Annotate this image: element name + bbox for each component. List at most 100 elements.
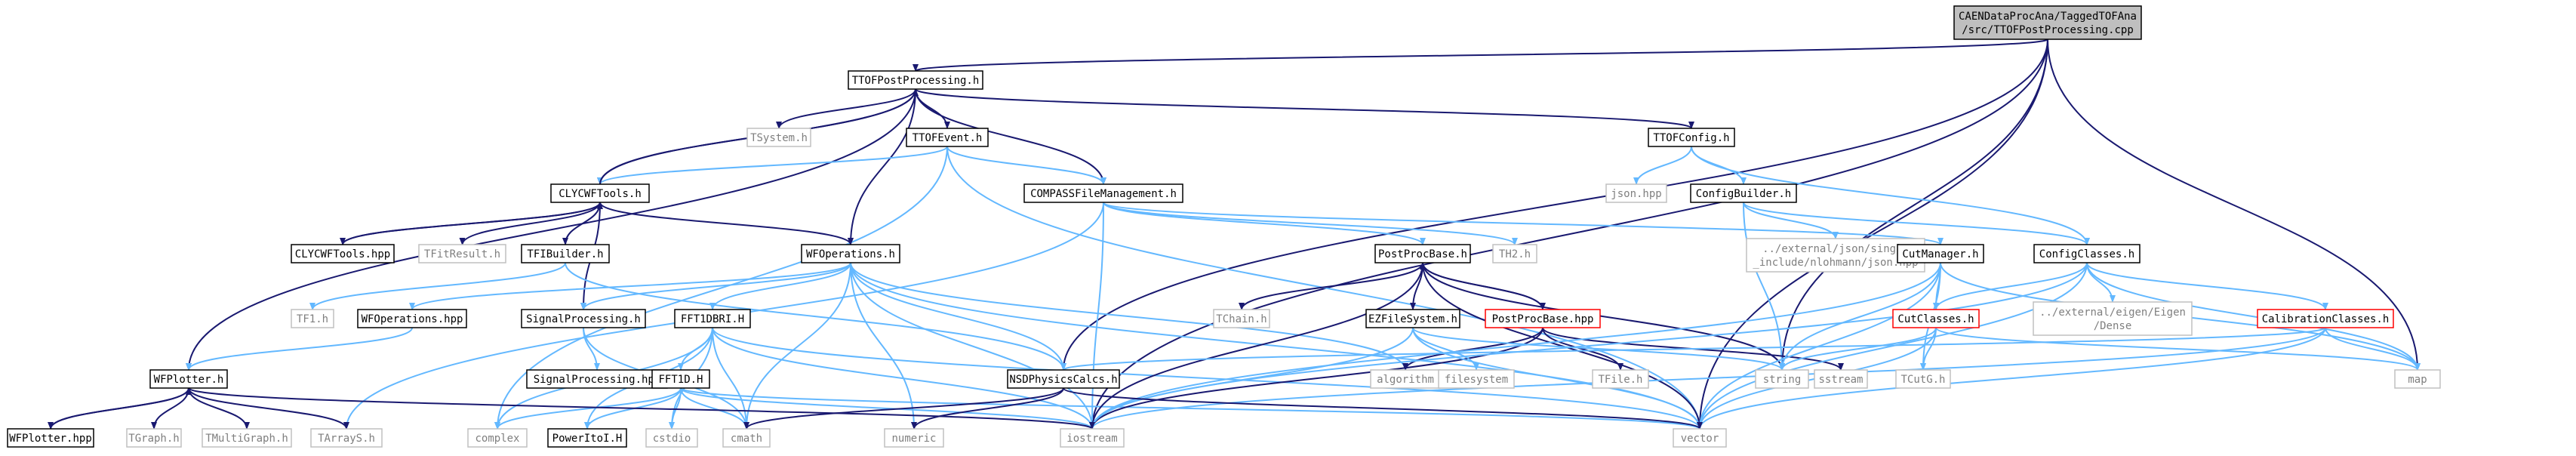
edge-ttofpp-to-wfplotter	[186, 88, 916, 371]
edge-postprocbase-to-tchain	[1239, 262, 1423, 310]
node-eigen: ../external/eigen/Eigen/Dense	[2033, 301, 2193, 336]
edge-cutmanager-to-string	[1779, 262, 1941, 371]
node-label: json.hpp	[1611, 188, 1661, 200]
node-box	[1023, 183, 1183, 203]
node-box	[2394, 369, 2441, 389]
node-tfitresult: TFitResult.h	[418, 244, 506, 263]
node-box	[1648, 128, 1735, 147]
edge-ttofpp-to-wfops	[848, 88, 916, 245]
node-tarrays: TArrayS.h	[310, 428, 383, 448]
edge-wfopshpp-to-wfplotter	[186, 327, 413, 371]
node-box	[1365, 309, 1460, 328]
edge-wfplotter-to-tgraph	[151, 387, 189, 430]
node-fft1d[interactable]: FFT1D.H	[651, 369, 710, 389]
node-cutmanager[interactable]: CutManager.h	[1897, 244, 1984, 263]
node-nsdphys[interactable]: NSDPhysicsCalcs.h	[1007, 369, 1120, 389]
node-wfplotterhpp[interactable]: WFPlotter.hpp	[7, 428, 94, 448]
edge-wfplotter-to-tarrays	[188, 387, 349, 430]
edge-ttofconfig-to-configclasses	[1691, 146, 2090, 245]
node-string: string	[1755, 369, 1809, 389]
edge-compass-to-postprocbase	[1103, 202, 1426, 245]
node-numeric: numeric	[884, 428, 944, 448]
edge-ttofconfig-to-configbuilder	[1691, 146, 1747, 185]
edge-nsdphys-to-cmath	[743, 387, 1064, 430]
node-box	[1485, 309, 1601, 328]
node-root[interactable]: CAENDataProcAna/TaggedTOFAna/src/TTOFPos…	[1953, 5, 2142, 40]
node-box	[149, 369, 228, 389]
node-box	[1592, 369, 1649, 389]
node-box	[357, 309, 467, 328]
node-label: CutClasses.h	[1897, 313, 1974, 325]
node-box	[906, 128, 989, 147]
node-signalproc[interactable]: SignalProcessing.h	[521, 309, 646, 328]
node-tfibuilder[interactable]: TFIBuilder.h	[521, 244, 610, 263]
node-cutclasses[interactable]: CutClasses.h	[1892, 309, 1980, 328]
node-box	[550, 183, 650, 203]
node-label: NSDPhysicsCalcs.h	[1009, 374, 1117, 386]
node-ttofconfig[interactable]: TTOFConfig.h	[1648, 128, 1735, 147]
edge-fft1d-to-complex	[494, 387, 682, 430]
node-box	[651, 369, 710, 389]
node-powertoi[interactable]: PowerItoI.H	[547, 428, 627, 448]
node-box	[310, 428, 383, 448]
node-tcutg: TCutG.h	[1895, 369, 1951, 389]
edge-postprocbase-to-string	[1422, 262, 1785, 371]
node-complex: complex	[467, 428, 528, 448]
edge-ttofconfig-to-jsonhpp	[1633, 146, 1692, 185]
node-box	[1755, 369, 1809, 389]
node-jsonhpp: json.hpp	[1605, 183, 1667, 203]
node-label: sstream	[1818, 374, 1863, 386]
node-postprocbase[interactable]: PostProcBase.h	[1374, 244, 1471, 263]
node-box	[521, 244, 610, 263]
node-label: _include/nlohmann/json.hpp	[1753, 257, 1918, 269]
node-postprochpp[interactable]: PostProcBase.hpp	[1485, 309, 1601, 328]
node-configbuilder[interactable]: ConfigBuilder.h	[1690, 183, 1797, 203]
edge-wfops-to-iostream	[850, 262, 1095, 430]
node-clycwfhpp[interactable]: CLYCWFTools.hpp	[291, 244, 395, 263]
node-box	[547, 428, 627, 448]
node-label: EZFileSystem.h	[1368, 313, 1457, 325]
node-label: ../external/eigen/Eigen	[2039, 307, 2186, 319]
edge-fft1d-to-cstdio	[669, 387, 682, 430]
node-wfplotter[interactable]: WFPlotter.h	[149, 369, 228, 389]
node-label: SignalProcessing.hpp	[534, 374, 661, 386]
node-label: WFOperations.h	[806, 248, 895, 260]
node-label: TFitResult.h	[424, 248, 500, 260]
node-label: TH2.h	[1499, 248, 1531, 260]
node-signalprochpp[interactable]: SignalProcessing.hpp	[526, 369, 668, 389]
node-th2: TH2.h	[1492, 244, 1537, 263]
edge-postprochpp-to-postprocbase	[1420, 262, 1543, 310]
node-label: CutManager.h	[1902, 248, 1978, 260]
node-label: cstdio	[653, 433, 691, 445]
node-tgraph: TGraph.h	[126, 428, 182, 448]
node-box	[1892, 309, 1980, 328]
edge-nsdphys-to-numeric	[911, 387, 1064, 430]
node-label: TGraph.h	[128, 433, 179, 445]
edge-postprochpp-to-tfile	[1542, 327, 1623, 371]
node-wfops[interactable]: WFOperations.h	[801, 244, 900, 263]
node-clycwf[interactable]: CLYCWFTools.h	[550, 183, 650, 203]
node-configclasses[interactable]: ConfigClasses.h	[2033, 244, 2141, 263]
node-label: FFT1DBRI.H	[681, 313, 744, 325]
edge-wfops-to-algorithm	[850, 262, 1408, 371]
node-calibclasses[interactable]: CalibrationClasses.h	[2257, 309, 2394, 328]
edge-wfops-to-fft1dbri	[709, 262, 851, 310]
node-label: vector	[1681, 433, 1719, 445]
node-fft1dbri[interactable]: FFT1DBRI.H	[674, 309, 751, 328]
node-ttofevent[interactable]: TTOFEvent.h	[906, 128, 989, 147]
node-ezfs[interactable]: EZFileSystem.h	[1365, 309, 1460, 328]
edge-root-to-iostream	[1089, 39, 2048, 430]
node-label: CalibrationClasses.h	[2262, 313, 2390, 325]
edge-cutmanager-to-iostream	[1089, 262, 1941, 430]
node-ttofpp[interactable]: TTOFPostProcessing.h	[848, 70, 983, 90]
edge-ezfs-to-string	[1412, 327, 1785, 371]
edge-configclasses-to-cutclasses	[1933, 262, 2088, 310]
node-box	[1673, 428, 1727, 448]
edge-ttofpp-to-ttofconfig	[915, 88, 1694, 129]
node-compass[interactable]: COMPASSFileManagement.h	[1023, 183, 1183, 203]
edge-cutmanager-to-vector	[1697, 262, 1941, 430]
node-box	[418, 244, 506, 263]
node-wfopshpp[interactable]: WFOperations.hpp	[357, 309, 467, 328]
node-label: CAENDataProcAna/TaggedTOFAna	[1959, 11, 2137, 23]
edge-cutclasses-to-string	[1779, 327, 1937, 371]
